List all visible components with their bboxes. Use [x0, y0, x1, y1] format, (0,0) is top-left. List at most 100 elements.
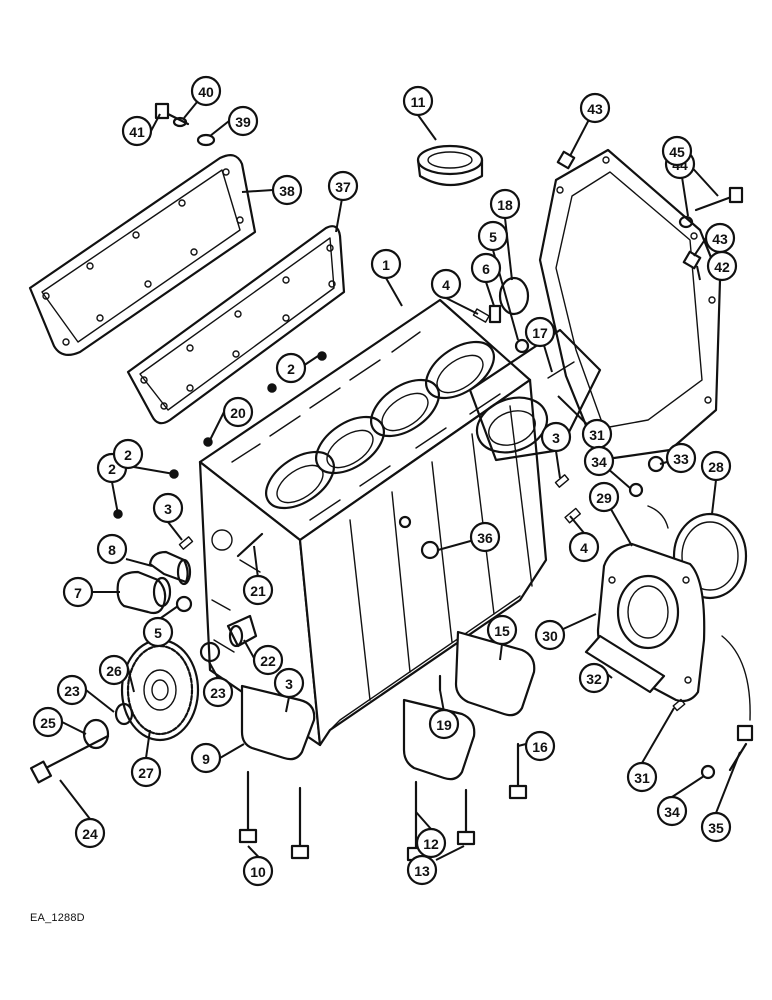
callout-number: 5 — [154, 625, 162, 641]
callout-circle — [130, 756, 162, 788]
callout-circle — [469, 521, 501, 553]
callout-33: 33 — [665, 442, 697, 474]
callout-circle — [477, 220, 509, 252]
callout-4: 4 — [568, 531, 600, 563]
callout-number: 31 — [634, 770, 650, 786]
callout-29: 29 — [588, 481, 620, 513]
callout-circle — [327, 170, 359, 202]
callout-7: 7 — [62, 576, 94, 608]
callout-circle — [489, 188, 521, 220]
callout-number: 24 — [82, 826, 98, 842]
callout-8: 8 — [96, 533, 128, 565]
callout-21: 21 — [242, 574, 274, 606]
callout-circle — [222, 396, 254, 428]
callout-number: 1 — [382, 257, 390, 273]
callout-circle — [540, 421, 572, 453]
callout-6: 6 — [470, 252, 502, 284]
callout-number: 43 — [712, 231, 728, 247]
callout-circle — [273, 667, 305, 699]
callout-number: 35 — [708, 820, 724, 836]
callout-number: 9 — [202, 751, 210, 767]
callout-number: 11 — [411, 94, 426, 110]
callout-number: 30 — [542, 628, 558, 644]
callout-30: 30 — [534, 619, 566, 651]
callout-5: 5 — [142, 616, 174, 648]
callout-circle — [415, 827, 447, 859]
seal-strip — [584, 634, 666, 694]
callout-number: 34 — [591, 454, 607, 470]
callout-2: 2 — [112, 438, 144, 470]
callout-26: 26 — [98, 654, 130, 686]
callout-42: 42 — [706, 250, 738, 282]
callout-circle — [534, 619, 566, 651]
callout-43: 43 — [579, 92, 611, 124]
callout-number: 2 — [287, 361, 295, 377]
callout-22: 22 — [252, 644, 284, 676]
callout-34: 34 — [656, 795, 688, 827]
callout-circle — [583, 445, 615, 477]
callout-circle — [142, 616, 174, 648]
callout-40: 40 — [190, 75, 222, 107]
callout-3: 3 — [152, 492, 184, 524]
callout-2: 2 — [275, 352, 307, 384]
callout-number: 41 — [129, 124, 145, 140]
drawing-reference-code: EA_1288D — [30, 912, 85, 924]
callout-25: 25 — [32, 706, 64, 738]
callout-32: 32 — [578, 662, 610, 694]
callout-number: 42 — [714, 259, 730, 275]
callout-labels: 1222333445567891011121315161718192021222… — [32, 75, 738, 887]
callout-number: 22 — [260, 653, 276, 669]
callout-number: 3 — [552, 430, 560, 446]
rear-oil-seal — [672, 512, 748, 600]
callout-9: 9 — [190, 742, 222, 774]
callout-number: 16 — [532, 739, 548, 755]
callout-11: 11 — [402, 85, 434, 117]
callout-number: 4 — [442, 277, 450, 293]
callout-number: 28 — [708, 459, 724, 475]
callout-circle — [96, 533, 128, 565]
callout-41: 41 — [121, 115, 153, 147]
callout-circle — [242, 855, 274, 887]
rear-plate — [468, 148, 722, 462]
callout-45: 45 — [661, 135, 693, 167]
callout-number: 8 — [108, 542, 116, 558]
callout-circle — [112, 438, 144, 470]
callout-circle — [121, 115, 153, 147]
callout-35: 35 — [700, 811, 732, 843]
callout-16: 16 — [524, 730, 556, 762]
callout-circle — [227, 105, 259, 137]
callout-circle — [430, 268, 462, 300]
callout-number: 4 — [580, 540, 588, 556]
callout-36: 36 — [469, 521, 501, 553]
callout-number: 45 — [669, 144, 685, 160]
callout-circle — [700, 450, 732, 482]
callout-37: 37 — [327, 170, 359, 202]
callout-1: 1 — [370, 248, 402, 280]
callout-number: 32 — [586, 671, 602, 687]
callout-43: 43 — [704, 222, 736, 254]
callout-number: 23 — [210, 685, 226, 701]
callout-circle — [406, 854, 438, 886]
callout-circle — [190, 742, 222, 774]
callout-number: 43 — [587, 101, 603, 117]
callout-12: 12 — [415, 827, 447, 859]
callout-circle — [656, 795, 688, 827]
rocker-cover-gasket — [28, 153, 257, 357]
callout-circle — [626, 761, 658, 793]
callout-number: 5 — [489, 229, 497, 245]
callout-number: 37 — [335, 179, 351, 195]
callout-10: 10 — [242, 855, 274, 887]
callout-circle — [275, 352, 307, 384]
callout-number: 2 — [124, 447, 132, 463]
callout-number: 19 — [436, 717, 452, 733]
callout-circle — [56, 674, 88, 706]
callout-number: 6 — [482, 261, 490, 277]
callout-4: 4 — [430, 268, 462, 300]
callout-15: 15 — [486, 614, 518, 646]
callout-number: 23 — [64, 683, 80, 699]
callout-number: 20 — [230, 405, 246, 421]
callout-number: 34 — [664, 804, 680, 820]
callout-circle — [588, 481, 620, 513]
callout-3: 3 — [273, 667, 305, 699]
callout-18: 18 — [489, 188, 521, 220]
